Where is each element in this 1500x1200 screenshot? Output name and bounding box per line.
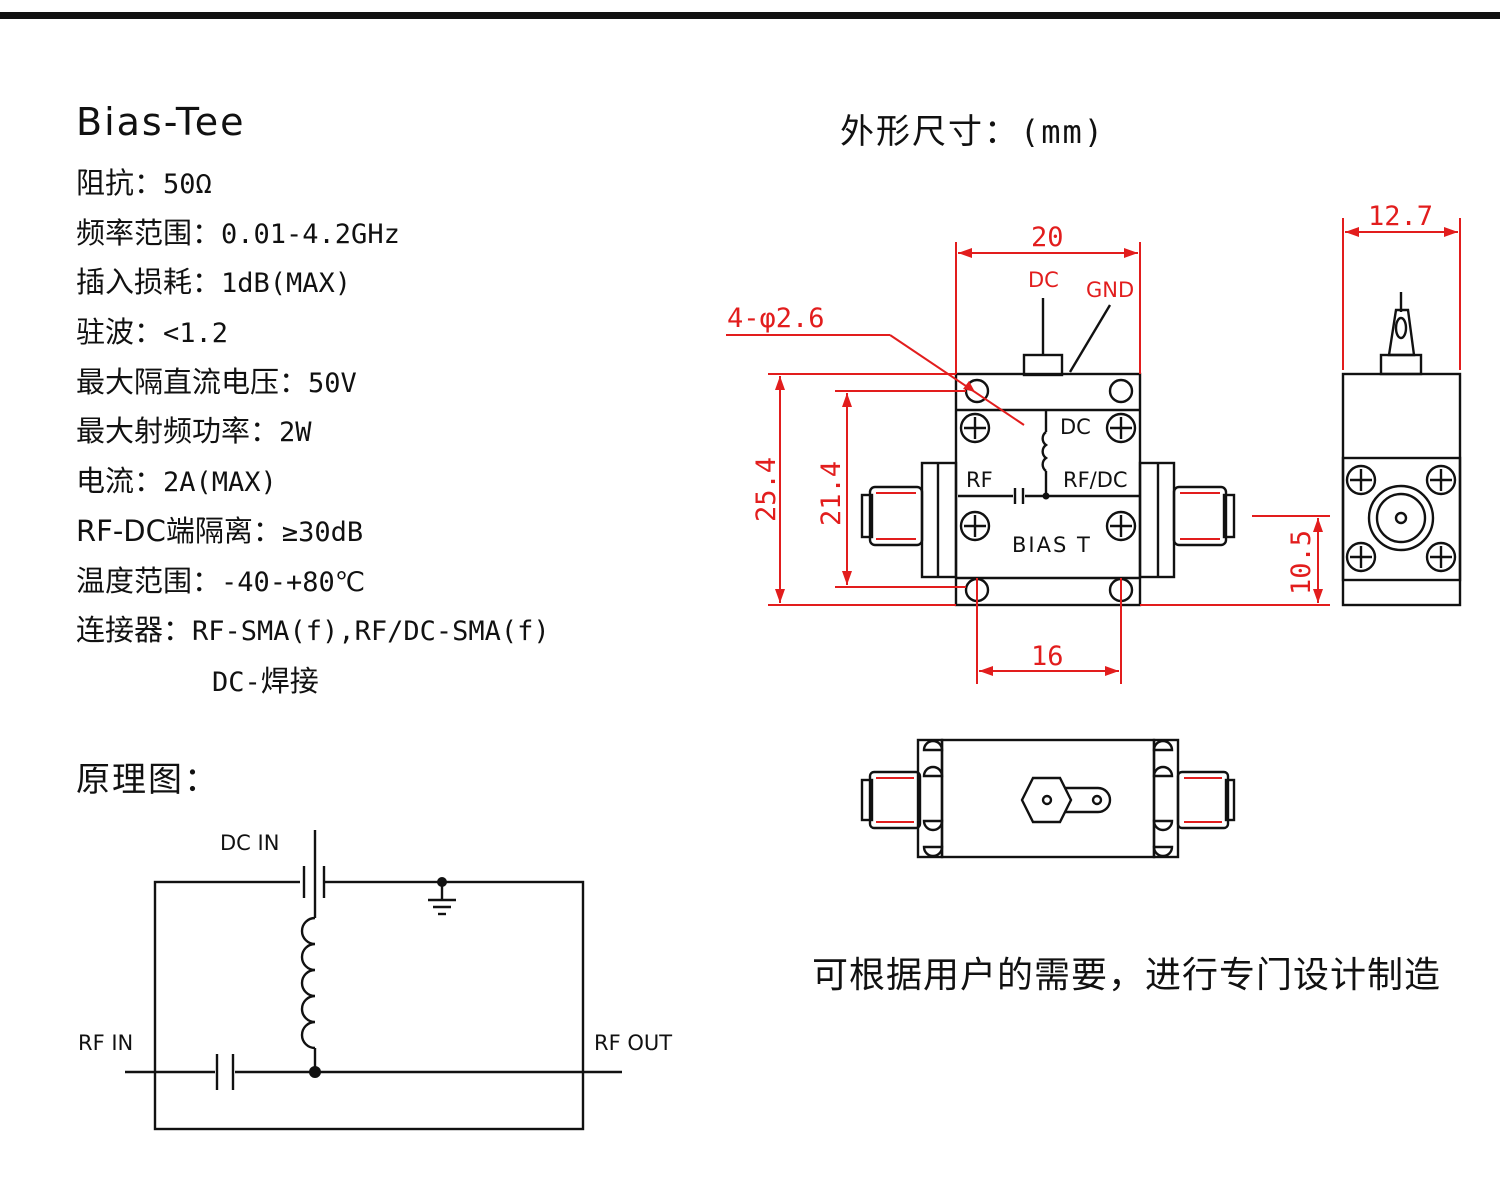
schematic-diagram: DC IN RF IN RF OUT: [78, 830, 672, 1131]
schematic-frame: [153, 880, 585, 1131]
bottom-view-drawing: [860, 738, 1236, 859]
inductor-coil: [300, 916, 316, 1050]
solder-tab-hole: [1091, 794, 1103, 806]
bottom-screw-heads: [922, 739, 1174, 858]
screw-icon: [1105, 412, 1137, 444]
dim-height-outer: 25.4: [751, 457, 782, 522]
rfdc-sma-connector: [1138, 461, 1236, 579]
dim-side-width: 12.7: [1368, 201, 1433, 232]
pin-gnd-label: GND: [1086, 278, 1134, 302]
internal-node: [1042, 492, 1050, 500]
spec-item-temperature: 温度范围：-40-+80℃: [76, 563, 366, 598]
screw-icon: [1345, 541, 1377, 573]
spec-list: 阻抗：50Ω 频率范围：0.01-4.2GHz 插入损耗：1dB(MAX) 驻波…: [76, 160, 550, 657]
dim-arrow: [979, 666, 1119, 676]
side-flange: [1341, 456, 1462, 582]
screw-icon: [959, 510, 991, 542]
junction-node: [309, 1066, 321, 1078]
spec-connector-dc: DC-焊接: [212, 664, 319, 698]
dc-in-label: DC IN: [220, 831, 279, 855]
spec-item-max-dc-voltage: 最大隔直流电压：50V: [76, 364, 357, 399]
spec-item-current: 电流：2A(MAX): [76, 464, 277, 499]
side-view-drawing: 12.7 10.5: [1140, 201, 1462, 607]
internal-rfdc-label: RF/DC: [1063, 468, 1128, 492]
connector-pin: [1394, 511, 1408, 525]
connector-face: [1367, 484, 1435, 552]
rf-out-label: RF OUT: [594, 1031, 672, 1055]
bias-t-label: BIAS T: [1012, 533, 1092, 557]
product-title: Bias-Tee: [76, 100, 246, 144]
dim-arrow: [963, 381, 975, 392]
top-rule: [0, 12, 1500, 19]
gnd-pin: [1068, 304, 1112, 373]
screw-icon: [1425, 464, 1457, 496]
internal-dc-label: DC: [1060, 415, 1091, 439]
spec-item-insertion-loss: 插入损耗：1dB(MAX): [76, 265, 352, 300]
pin-dc-label: DC: [1028, 268, 1059, 292]
dim-height-inner: 21.4: [816, 461, 847, 526]
screw-icon: [1345, 464, 1377, 496]
custom-design-note: 可根据用户的需要，进行专门设计制造: [812, 955, 1442, 996]
dimensions-title: 外形尺寸：(mm): [840, 112, 1106, 152]
spec-item-connector: 连接器：RF-SMA(f),RF/DC-SMA(f): [76, 613, 550, 648]
rf-sma-connector: [860, 461, 958, 579]
side-pin-hole: [1394, 316, 1408, 340]
hole-leader: [889, 334, 1025, 426]
connector-face: [1375, 492, 1427, 544]
spec-item-isolation: RF-DC端隔离：≥30dB: [76, 513, 364, 548]
dim-width-bottom: 16: [1031, 641, 1064, 672]
spec-item-frequency: 频率范围：0.01-4.2GHz: [76, 215, 400, 250]
dim-width-top: 20: [1031, 222, 1064, 253]
internal-rf-label: RF: [966, 468, 993, 492]
side-pin: [1387, 308, 1416, 357]
spec-item-vswr: 驻波：<1.2: [76, 315, 229, 350]
bottom-connector-flange: [1152, 738, 1180, 859]
spec-item-max-rf-power: 最大射频功率：2W: [76, 414, 312, 449]
schematic-title: 原理图：: [76, 760, 220, 800]
bottom-body: [940, 738, 1156, 859]
internal-inductor: [1041, 431, 1049, 472]
hex-nut-hole: [1041, 794, 1053, 806]
spec-item-impedance: 阻抗：50Ω: [76, 166, 212, 200]
rf-in-label: RF IN: [78, 1031, 133, 1055]
dc-terminal: [1022, 353, 1064, 377]
bottom-right-sma: [1176, 770, 1236, 830]
dim-side-height: 10.5: [1286, 530, 1317, 595]
screw-icon: [1425, 541, 1457, 573]
dim-arrow: [1345, 227, 1458, 237]
screw-icon: [1105, 510, 1137, 542]
top-view-drawing: DC GND DC RF RF/DC BIAS T: [726, 222, 1236, 684]
screw-icon: [959, 412, 991, 444]
solder-tab: [1065, 786, 1112, 814]
side-terminal: [1379, 353, 1423, 376]
bottom-left-sma: [860, 770, 922, 830]
mounting-hole: [1108, 378, 1134, 404]
hole-spec: 4-φ2.6: [727, 303, 825, 334]
hex-nut-icon: [1020, 776, 1073, 824]
bottom-connector-flange: [916, 738, 944, 859]
